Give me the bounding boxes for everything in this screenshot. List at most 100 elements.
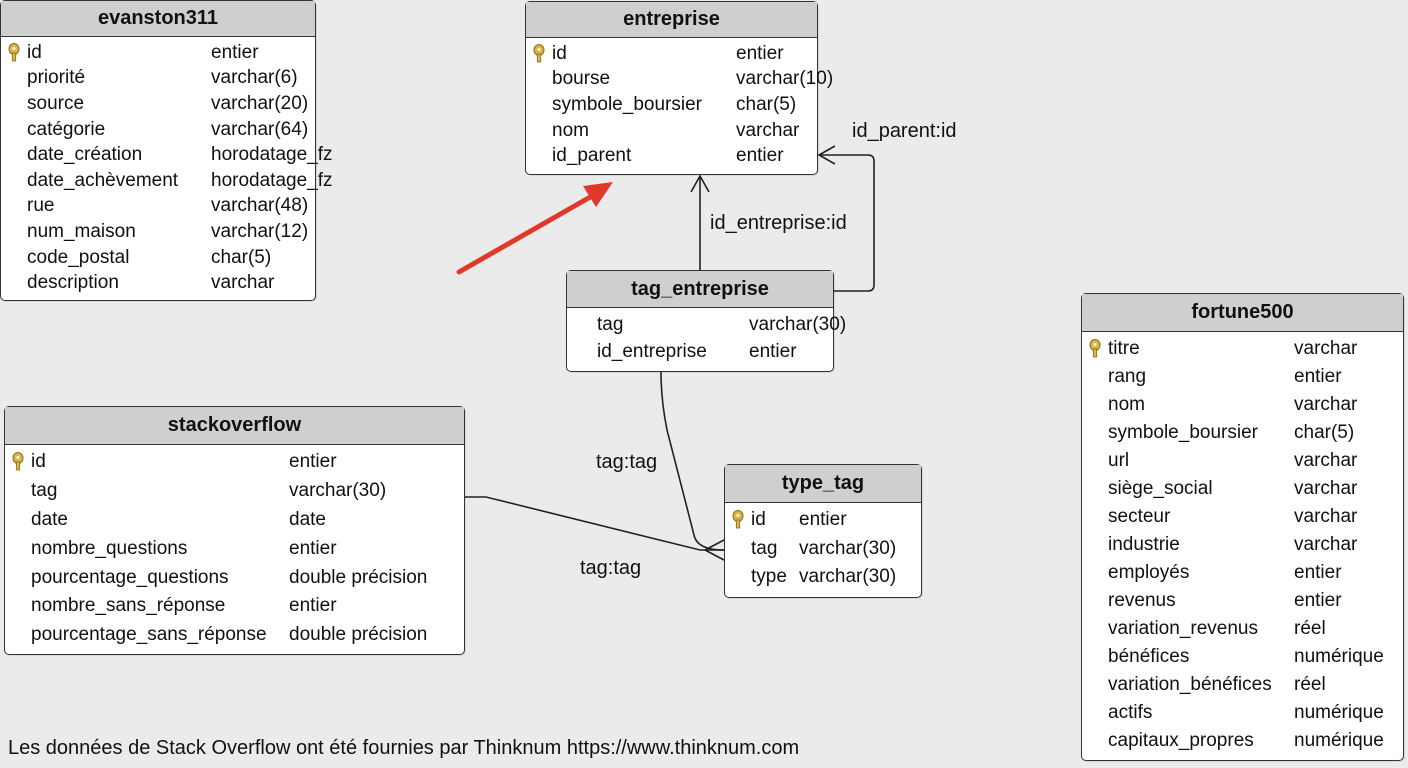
column-type: char(5): [211, 246, 272, 268]
column-row[interactable]: num_maison varchar(12): [1, 219, 315, 245]
column-name: url: [1108, 450, 1130, 471]
column-row[interactable]: variation_revenus réel: [1082, 615, 1403, 643]
relation-label-id-entreprise: id_entreprise:id: [710, 212, 847, 234]
column-name: nombre_questions: [31, 537, 188, 559]
column-row[interactable]: pourcentage_sans_réponse double précision: [5, 621, 464, 650]
column-name: nom: [552, 119, 589, 141]
column-type: varchar: [1294, 534, 1358, 555]
crows-foot-type-tag: [704, 539, 725, 561]
column-type: réel: [1294, 618, 1326, 639]
column-type: char(5): [1294, 422, 1355, 443]
column-name: nombre_sans_réponse: [31, 595, 226, 617]
relation-label-tag-upper: tag:tag: [596, 451, 658, 473]
column-row[interactable]: url varchar: [1082, 447, 1403, 475]
table-title: fortune500: [1082, 294, 1403, 332]
column-name: id_entreprise: [597, 340, 707, 362]
column-type: varchar: [1294, 338, 1358, 359]
column-type: double précision: [289, 566, 428, 588]
column-type: varchar(12): [211, 220, 309, 242]
relation-arrowhead-id-parent: [817, 145, 836, 165]
column-type: entier: [736, 42, 784, 64]
column-name: tag: [751, 537, 778, 559]
column-type: entier: [211, 41, 259, 63]
column-name: id_parent: [552, 145, 632, 167]
column-row[interactable]: symbole_boursier char(5): [526, 92, 817, 118]
column-name: bourse: [552, 68, 611, 90]
column-type: double précision: [289, 624, 428, 646]
column-row[interactable]: bourse varchar(10): [526, 67, 833, 93]
column-type: date: [289, 508, 326, 530]
column-type: varchar(30): [749, 313, 847, 335]
column-type: entier: [289, 595, 337, 617]
column-type: varchar(30): [289, 480, 387, 502]
column-name: variation_bénéfices: [1108, 674, 1272, 695]
column-row[interactable]: id_entreprise entier: [567, 338, 833, 365]
column-type: numérique: [1294, 702, 1384, 723]
column-type: entier: [749, 340, 797, 362]
column-row[interactable]: titre varchar: [1082, 335, 1403, 363]
column-type: varchar(10): [736, 68, 834, 90]
column-type: char(5): [736, 93, 797, 115]
column-name: siège_social: [1108, 478, 1213, 499]
column-name: bénéfices: [1108, 646, 1190, 667]
column-name: titre: [1108, 338, 1140, 359]
column-type: entier: [289, 451, 337, 473]
column-type: varchar: [1294, 450, 1358, 471]
column-name: num_maison: [27, 220, 136, 242]
table-title: tag_entreprise: [567, 271, 833, 308]
column-row[interactable]: nombre_sans_réponse entier: [5, 592, 464, 621]
primary-key-icon: [725, 510, 751, 530]
column-name: variation_revenus: [1108, 618, 1258, 639]
column-name: capitaux_propres: [1108, 730, 1254, 751]
column-name: priorité: [27, 67, 86, 89]
column-name: catégorie: [27, 118, 106, 140]
column-name: rue: [27, 195, 55, 217]
column-type: entier: [1294, 366, 1342, 387]
primary-key-icon: [526, 43, 552, 64]
column-name: pourcentage_sans_réponse: [31, 624, 267, 646]
column-name: symbole_boursier: [552, 93, 702, 115]
